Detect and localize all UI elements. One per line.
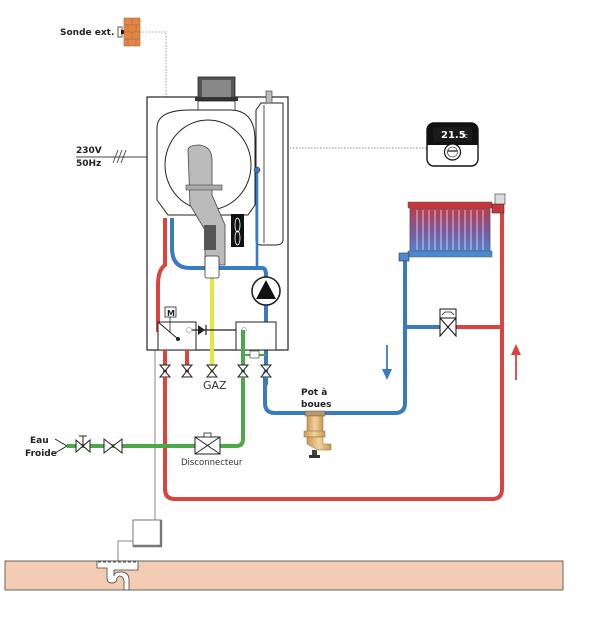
condensate-neutralizer xyxy=(117,350,163,561)
backflow-preventer-icon xyxy=(194,432,221,455)
flue-terminal-icon xyxy=(195,76,238,116)
check-valve-icon xyxy=(103,437,123,455)
floor xyxy=(4,560,564,591)
valve-heating-return-icon xyxy=(259,364,273,378)
mud-pot-label-line1: Pot à xyxy=(301,388,327,398)
cold-water-label-line1: Eau xyxy=(30,436,49,446)
boiler: M xyxy=(146,76,289,372)
outdoor-sensor: Sonde ext. xyxy=(60,17,167,97)
floor-drain-icon xyxy=(96,560,139,591)
sensor-cable xyxy=(140,31,167,97)
expansion-vessel-icon xyxy=(255,90,284,246)
frequency-label: 50Hz xyxy=(76,159,101,169)
bypass-valve-icon xyxy=(439,308,457,338)
mud-pot: Pot à boues xyxy=(301,388,332,458)
thermostat-temperature: 21.5 xyxy=(441,130,466,141)
room-thermostat: 21.5 °C xyxy=(290,122,479,167)
valve-cold-water-icon xyxy=(236,364,250,378)
cold-water-label-line2: Froide xyxy=(25,449,57,459)
hot-water-flow-pipe xyxy=(163,212,521,501)
three-phase-mark-icon xyxy=(112,149,127,164)
gas-valve-icon xyxy=(204,225,216,250)
isolation-valves xyxy=(158,364,273,378)
valve-gas-icon xyxy=(205,364,219,378)
motor-icon xyxy=(164,306,177,318)
valve-heating-flow-icon xyxy=(158,364,172,378)
filling-loop-icon xyxy=(249,350,260,359)
circulator-pump-icon xyxy=(251,276,281,306)
fan-icon xyxy=(231,214,244,247)
mud-pot-label-line2: boues xyxy=(301,400,332,410)
heat-exchanger-icon xyxy=(156,109,256,266)
valve-hot-water-icon xyxy=(180,364,194,378)
radiator-lockshield-icon xyxy=(398,252,410,262)
outdoor-sensor-label: Sonde ext. xyxy=(60,28,114,38)
brick-wall-icon xyxy=(123,17,141,47)
thermostat-dial xyxy=(443,143,462,161)
cold-water-return-pipe xyxy=(263,260,440,415)
voltage-label: 230V xyxy=(76,146,102,156)
backflow-preventer-label: Disconnecteur xyxy=(181,458,243,468)
motor-label: M xyxy=(167,309,175,318)
diverter-valve-block: M xyxy=(157,306,277,351)
power-supply: 230V 50Hz xyxy=(76,146,147,169)
radiator xyxy=(398,193,506,262)
gas-label: GAZ xyxy=(203,379,227,392)
stop-valve-icon xyxy=(75,435,91,454)
thermostatic-valve-icon xyxy=(491,203,505,214)
cold-water-supply: Eau Froide Disconnecteur xyxy=(25,372,245,468)
thermostat-unit: °C xyxy=(462,134,469,140)
